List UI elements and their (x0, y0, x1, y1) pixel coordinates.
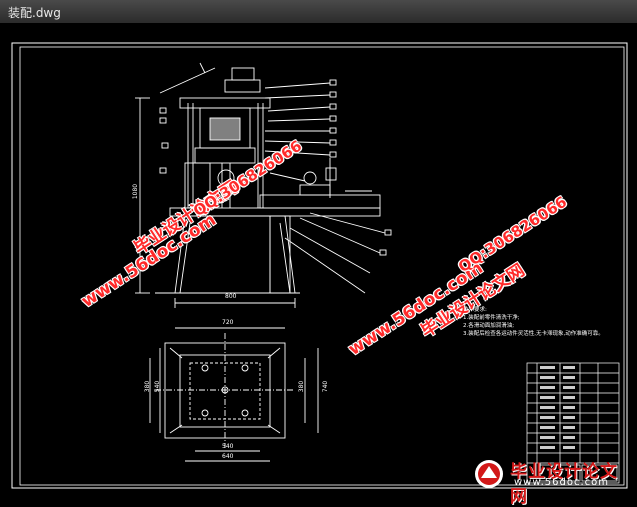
dim-plan-top: 720 (222, 319, 234, 326)
notes-line: 1.装配前零件清洗干净; (463, 315, 520, 321)
drawing-canvas[interactable]: 800 720 540 640 1080 380 540 380 740 技术要… (0, 23, 637, 493)
dim-plan-right-b: 740 (322, 380, 330, 393)
cad-drawing (11, 42, 628, 489)
dim-left-height: 1080 (132, 183, 140, 200)
title-bar: 装配.dwg (0, 0, 637, 24)
notes-heading: 技术要求: (463, 307, 487, 313)
notes-line: 3.装配后检查各运动件灵活性,无卡滞现象,动作准确可靠。 (463, 331, 604, 337)
dim-plan-bottom-inner: 540 (222, 443, 234, 450)
dim-plan-left-b: 540 (154, 380, 162, 393)
window-title: 装配.dwg (8, 6, 61, 20)
site-logo: 毕业设计论文网 www.56doc.com (470, 457, 635, 507)
notes-line: 2.各滑动面加润滑油; (463, 323, 515, 329)
dim-plan-left-a: 380 (144, 380, 152, 393)
technical-notes: 技术要求: 1.装配前零件清洗干净; 2.各滑动面加润滑油; 3.装配后检查各运… (463, 306, 613, 338)
dim-plan-bottom-outer: 640 (222, 453, 234, 460)
logo-emblem-icon (475, 460, 503, 488)
dim-base-width: 800 (225, 293, 237, 300)
dim-plan-right-a: 380 (298, 380, 306, 393)
logo-url: www.56doc.com (514, 477, 610, 488)
